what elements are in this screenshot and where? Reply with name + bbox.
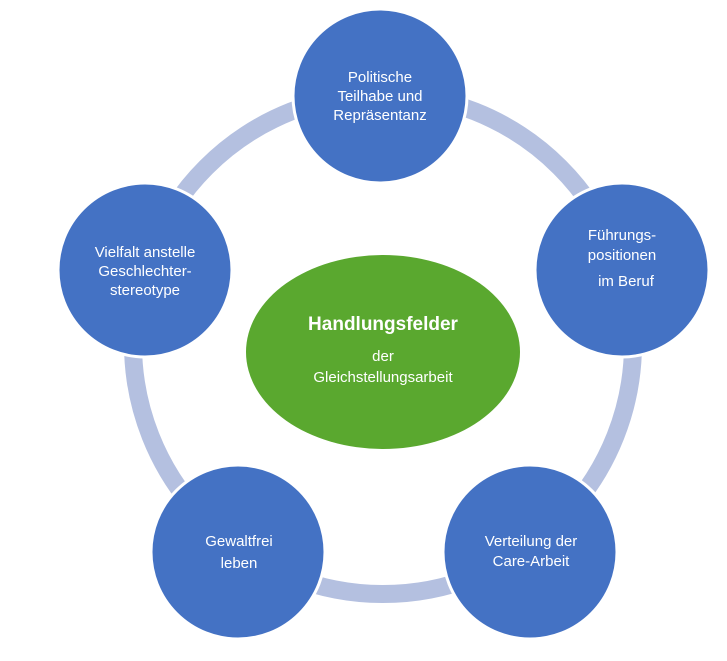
node-vielfalt: Vielfalt anstelle Geschlechter- stereoty…: [56, 181, 234, 359]
center-title: Handlungsfelder: [308, 314, 459, 335]
center-node: Handlungsfelder der Gleichstellungsarbei…: [246, 255, 520, 449]
node-politische-teilhabe: Politische Teilhabe und Repräsentanz: [291, 7, 469, 185]
node-label-line3: stereotype: [110, 282, 180, 299]
node-label-line1: Verteilung der: [485, 533, 578, 550]
node-label-line2: Care-Arbeit: [493, 553, 571, 570]
node-label-line2: Geschlechter-: [98, 263, 191, 280]
node-fuehrungspositionen: Führungs- positionen im Beruf: [533, 181, 711, 359]
node-label-line1: Vielfalt anstelle: [95, 244, 196, 261]
node-label-line3: im Beruf: [598, 273, 655, 290]
node-label-line1: Führungs-: [588, 227, 656, 244]
node-label-line2: positionen: [588, 247, 656, 264]
center-ellipse: [246, 255, 520, 449]
node-label-line2: leben: [221, 555, 258, 572]
center-subtitle-line1: der: [372, 348, 394, 365]
node-circle: [441, 463, 619, 641]
node-gewaltfrei: Gewaltfrei leben: [149, 463, 327, 641]
node-circle: [533, 181, 711, 359]
node-label-line2: Teilhabe und: [337, 88, 422, 105]
node-circle: [56, 181, 234, 359]
node-label-line1: Gewaltfrei: [205, 533, 273, 550]
node-label-line1: Politische: [348, 69, 412, 86]
node-care-arbeit: Verteilung der Care-Arbeit: [441, 463, 619, 641]
node-circle: [149, 463, 327, 641]
center-subtitle-line2: Gleichstellungsarbeit: [313, 369, 453, 386]
node-circle: [291, 7, 469, 185]
node-label-line3: Repräsentanz: [333, 107, 426, 124]
